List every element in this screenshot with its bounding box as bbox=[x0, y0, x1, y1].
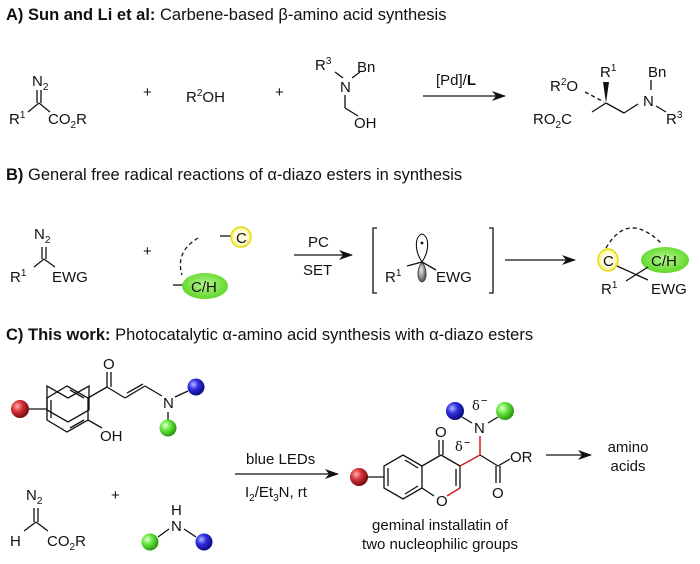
svg-text:CO2R: CO2R bbox=[48, 111, 87, 131]
conditions-a: [Pd]/L bbox=[436, 72, 476, 89]
section-b-label: B) bbox=[6, 166, 23, 184]
svg-text:N: N bbox=[474, 420, 485, 437]
svg-text:CO2R: CO2R bbox=[47, 533, 86, 553]
svg-text:Bn: Bn bbox=[648, 64, 666, 81]
svg-text:N: N bbox=[163, 395, 174, 412]
svg-text:–: – bbox=[481, 393, 488, 408]
svg-text:R1: R1 bbox=[385, 268, 402, 286]
amino-alcohol-reagent: R3 N Bn OH bbox=[315, 56, 377, 132]
svg-text:R1: R1 bbox=[10, 268, 27, 286]
radical-product-b: C C/H R1 EWG bbox=[597, 227, 689, 298]
nucleophile-green-sphere bbox=[159, 419, 177, 437]
caption-line1: geminal installatin of bbox=[372, 517, 509, 534]
svg-text:N2: N2 bbox=[34, 226, 51, 246]
nucleophile-blue-sphere bbox=[446, 402, 464, 420]
nucleophile-green-sphere bbox=[496, 402, 514, 420]
svg-text:δ: δ bbox=[472, 399, 480, 414]
svg-text:N2: N2 bbox=[32, 73, 49, 93]
plus-sign: + bbox=[143, 243, 152, 260]
svg-text:H: H bbox=[171, 502, 182, 519]
svg-text:C: C bbox=[236, 230, 247, 247]
svg-text:O: O bbox=[492, 485, 504, 502]
svg-text:R3: R3 bbox=[666, 110, 683, 128]
nucleophile-green-sphere bbox=[141, 533, 159, 551]
section-c-heading: C) This work: Photocatalytic α-amino aci… bbox=[6, 326, 533, 344]
section-c: C) This work: Photocatalytic α-amino aci… bbox=[6, 326, 648, 553]
svg-text:–: – bbox=[464, 435, 471, 450]
carbon-highlight-yellow bbox=[230, 226, 252, 248]
section-a-label: A) Sun and Li et al: bbox=[6, 6, 155, 24]
svg-text:OH: OH bbox=[100, 428, 123, 445]
svg-text:N: N bbox=[340, 79, 351, 96]
radical-acceptor-partner: C C/H bbox=[173, 226, 252, 299]
conditions-b-bottom: SET bbox=[303, 262, 332, 279]
svg-text:R1: R1 bbox=[600, 63, 617, 81]
alcohol-reagent: R2OH bbox=[186, 88, 225, 106]
svg-text:EWG: EWG bbox=[436, 269, 472, 286]
chromone-product: O O δ – N δ – OR O bbox=[350, 393, 533, 510]
section-c-label: C) This work: bbox=[6, 326, 111, 344]
diazo-ester-a: N2 R1 CO2R bbox=[9, 73, 87, 131]
section-b: B) General free radical reactions of α-d… bbox=[6, 166, 689, 299]
nucleophile-blue-sphere bbox=[187, 378, 205, 396]
section-a: A) Sun and Li et al: Carbene-based β-ami… bbox=[6, 6, 683, 132]
svg-text:R3: R3 bbox=[315, 56, 332, 74]
svg-text:C/H: C/H bbox=[651, 253, 677, 270]
svg-text:R1: R1 bbox=[9, 110, 26, 128]
substituent-red-sphere bbox=[350, 468, 368, 486]
diazo-compound-b: N2 R1 EWG bbox=[10, 226, 88, 286]
plus-sign: + bbox=[275, 84, 284, 101]
caption-line2: two nucleophilic groups bbox=[362, 536, 518, 553]
section-a-title: Carbene-based β-amino acid synthesis bbox=[155, 6, 446, 24]
section-b-heading: B) General free radical reactions of α-d… bbox=[6, 166, 462, 184]
svg-text:EWG: EWG bbox=[651, 281, 687, 298]
svg-text:O: O bbox=[435, 424, 447, 441]
section-c-title: Photocatalytic α-amino acid synthesis wi… bbox=[111, 326, 534, 344]
svg-text:δ: δ bbox=[455, 440, 463, 455]
svg-text:Bn: Bn bbox=[357, 59, 375, 76]
radical-dot bbox=[420, 241, 424, 245]
p-orbital-lower-lobe bbox=[417, 261, 427, 283]
beta-amino-acid-product: R2O R1 RO2C Bn N R3 bbox=[533, 63, 683, 131]
nucleophile-blue-sphere bbox=[195, 533, 213, 551]
svg-text:EWG: EWG bbox=[52, 269, 88, 286]
enaminone-substrate: O N OH bbox=[11, 356, 205, 445]
ch-highlight-green bbox=[182, 273, 228, 299]
svg-text:R2O: R2O bbox=[550, 77, 578, 95]
secondary-amine-reagent: H N bbox=[141, 502, 213, 551]
conditions-b-top: PC bbox=[308, 234, 329, 251]
svg-text:R1: R1 bbox=[601, 280, 618, 298]
plus-sign: + bbox=[143, 84, 152, 101]
svg-text:O: O bbox=[436, 493, 448, 510]
plus-sign: + bbox=[111, 487, 120, 504]
outcome-line1: amino bbox=[608, 439, 649, 456]
svg-text:OH: OH bbox=[354, 115, 377, 132]
svg-text:RO2C: RO2C bbox=[533, 111, 572, 131]
section-b-title: General free radical reactions of α-diaz… bbox=[23, 166, 462, 184]
svg-text:O: O bbox=[103, 356, 115, 373]
svg-text:H: H bbox=[10, 533, 21, 550]
radical-intermediate: R1 EWG bbox=[372, 227, 494, 294]
diazoacetate-reagent: N2 H CO2R bbox=[10, 487, 86, 553]
svg-text:C: C bbox=[603, 253, 614, 270]
svg-text:C/H: C/H bbox=[191, 279, 217, 296]
conditions-c-top: blue LEDs bbox=[246, 451, 315, 468]
conditions-c-bottom: I2/Et3N, rt bbox=[245, 484, 308, 504]
substituent-red-sphere bbox=[11, 400, 29, 418]
outcome-line2: acids bbox=[610, 458, 645, 475]
svg-text:OR: OR bbox=[510, 449, 533, 466]
p-orbital-upper-lobe bbox=[415, 233, 429, 263]
svg-text:N: N bbox=[643, 93, 654, 110]
svg-text:N2: N2 bbox=[26, 487, 43, 507]
svg-text:N: N bbox=[171, 518, 182, 535]
section-a-heading: A) Sun and Li et al: Carbene-based β-ami… bbox=[6, 6, 446, 24]
